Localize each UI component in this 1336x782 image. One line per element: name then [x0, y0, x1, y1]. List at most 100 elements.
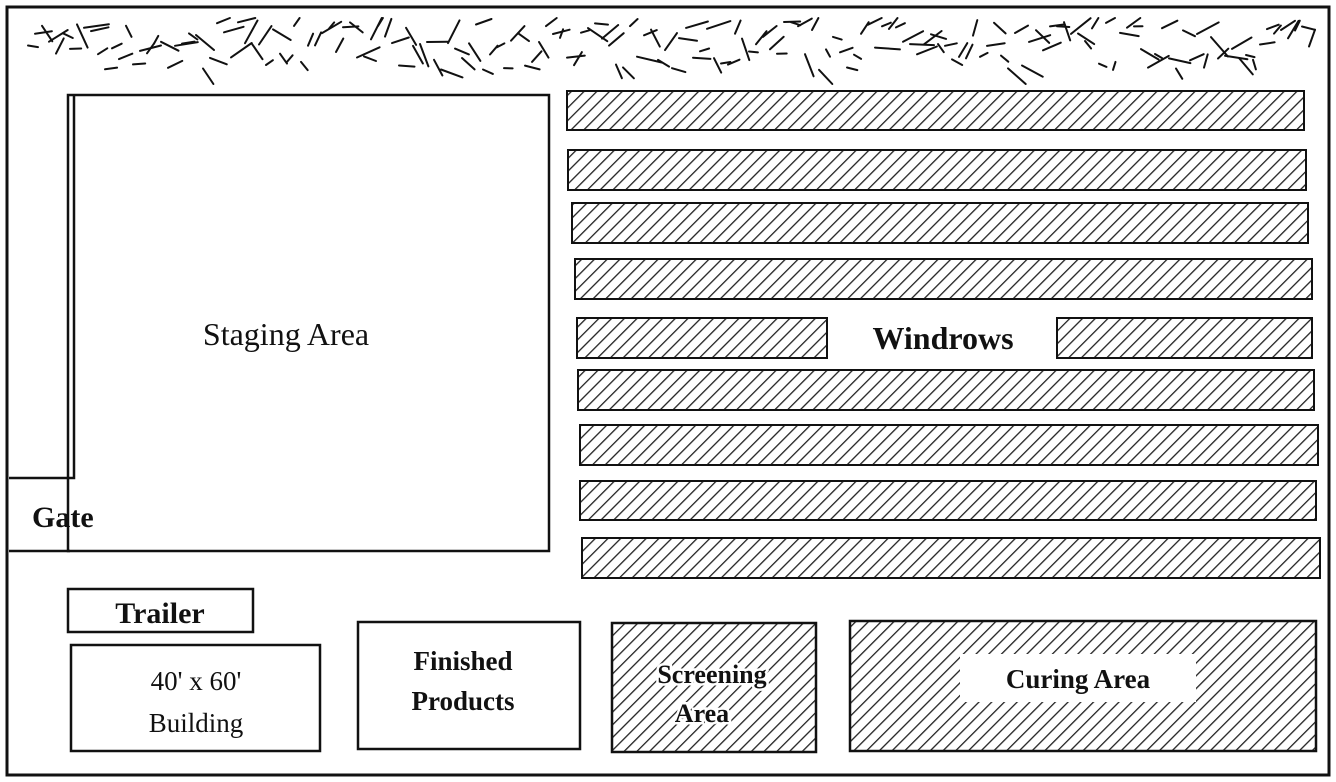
tree-stroke	[839, 46, 854, 54]
windrows-label: Windrows	[872, 320, 1013, 356]
tree-stroke	[1112, 60, 1117, 71]
tree-stroke	[195, 34, 215, 51]
tree-stroke	[1070, 17, 1092, 35]
windrow	[574, 258, 1313, 300]
windrow	[579, 424, 1319, 466]
tree-stroke	[398, 64, 416, 68]
gate-opening	[9, 95, 76, 480]
tree-stroke	[447, 19, 461, 45]
tree-stroke	[111, 42, 123, 50]
windrow	[577, 369, 1315, 411]
tree-stroke	[1084, 40, 1093, 50]
windrow	[571, 202, 1309, 244]
tree-stroke	[1294, 19, 1301, 32]
tree-stroke	[615, 63, 623, 80]
tree-stroke	[671, 67, 687, 74]
tree-stroke	[251, 42, 264, 61]
tree-stroke	[209, 56, 228, 66]
windrow	[1056, 317, 1313, 359]
tree-stroke	[706, 20, 732, 30]
tree-stroke	[286, 54, 294, 63]
gate-label: Gate	[32, 501, 94, 534]
tree-stroke	[1196, 21, 1220, 35]
tree-stroke	[853, 53, 863, 60]
building	[69, 643, 322, 753]
tree-stroke	[167, 59, 184, 69]
windrow	[576, 317, 828, 359]
windrows	[566, 90, 1321, 579]
tree-stroke	[832, 35, 843, 41]
screening-area-label-line1: Screening	[657, 660, 766, 689]
site-boundary	[5, 5, 1331, 777]
building-label-line1: 40' x 60'	[151, 666, 242, 696]
tree-stroke	[496, 42, 506, 49]
tree-stroke	[335, 37, 345, 53]
tree-stroke	[237, 17, 257, 24]
tree-stroke	[1000, 54, 1010, 63]
tree-stroke	[923, 30, 943, 46]
tree-stroke	[629, 18, 639, 28]
tree-stroke	[293, 17, 301, 27]
tree-stroke	[755, 30, 768, 46]
tree-stroke	[230, 42, 253, 59]
tree-stroke	[930, 33, 948, 40]
tree-stroke	[1224, 54, 1249, 61]
tree-stroke	[916, 45, 938, 56]
tree-stroke	[1301, 25, 1316, 31]
tree-stroke	[1287, 19, 1300, 40]
tree-stroke	[804, 53, 815, 78]
staging-area	[66, 93, 551, 553]
tree-stroke	[1140, 48, 1160, 61]
screening-area-label-line2: Area	[675, 699, 729, 728]
tree-stroke	[594, 22, 609, 26]
tree-stroke	[972, 19, 979, 37]
tree-stroke	[1147, 54, 1170, 69]
tree-stroke	[1238, 57, 1254, 76]
tree-stroke	[1105, 17, 1116, 24]
tree-stroke	[1063, 21, 1072, 42]
tree-stroke	[573, 51, 583, 67]
tree-stroke	[461, 57, 476, 71]
tree-stroke	[1266, 23, 1280, 31]
tree-stroke	[90, 26, 110, 33]
tree-stroke	[1308, 28, 1316, 48]
tree-stroke	[454, 47, 470, 56]
tree-stroke	[202, 67, 215, 85]
tree-stroke	[895, 22, 906, 29]
tree-stroke	[97, 47, 109, 56]
tree-stroke	[818, 68, 834, 85]
tree-stroke	[1119, 31, 1140, 38]
tree-stroke	[622, 66, 635, 80]
tree-stroke	[1126, 17, 1142, 29]
tree-stroke	[356, 46, 381, 59]
tree-stroke	[1245, 54, 1256, 59]
tree-stroke	[867, 17, 883, 26]
finished-products-label-line2: Products	[411, 686, 514, 716]
tree-stroke	[307, 32, 315, 47]
tree-stroke	[181, 40, 196, 45]
windrow	[581, 537, 1321, 579]
tree-stroke	[328, 21, 336, 30]
tree-stroke	[1007, 67, 1027, 85]
tree-stroke	[993, 21, 1007, 35]
tree-stroke	[279, 52, 288, 65]
tree-stroke	[125, 24, 133, 38]
tree-stroke	[272, 28, 292, 41]
tree-stroke	[1203, 53, 1209, 69]
tree-line-icon	[27, 17, 1316, 85]
tree-stroke	[1273, 24, 1282, 35]
tree-stroke	[1154, 53, 1164, 60]
tree-stroke	[223, 25, 245, 34]
tree-stroke	[83, 23, 110, 29]
tree-stroke	[692, 56, 712, 60]
tree-stroke	[538, 41, 550, 59]
tree-stroke	[419, 43, 430, 68]
tree-stroke	[62, 32, 74, 39]
tree-stroke	[951, 58, 964, 66]
tree-stroke	[363, 55, 377, 62]
finished-products-label-line1: Finished	[413, 646, 512, 676]
curing-area-label-box	[960, 654, 1196, 702]
tree-stroke	[657, 58, 671, 68]
tree-stroke	[160, 40, 180, 52]
